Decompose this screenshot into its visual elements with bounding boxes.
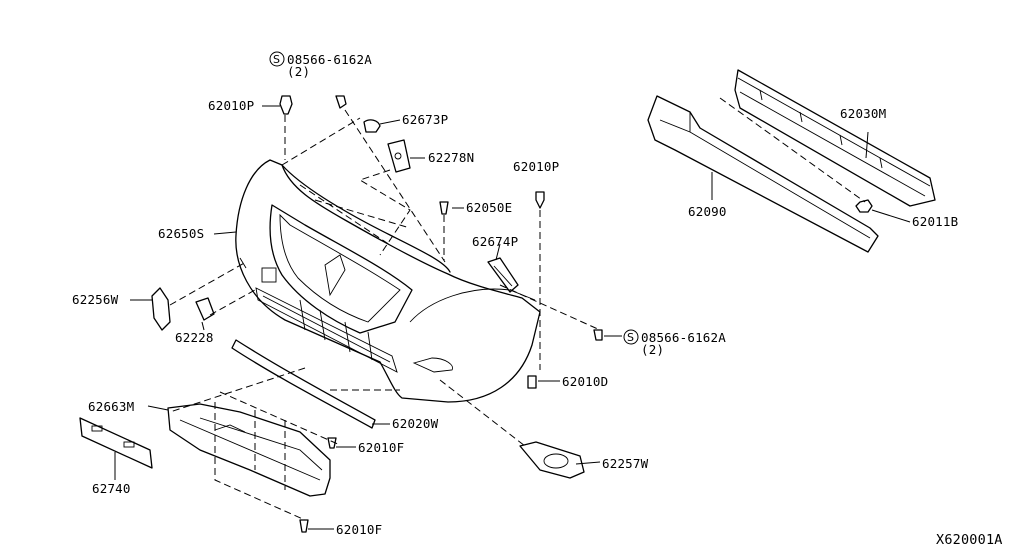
- part-label-62256w: 62256W: [72, 292, 119, 307]
- part-label-62740: 62740: [92, 481, 131, 496]
- lower-spoiler-62020w: [231, 339, 376, 429]
- part-label-62020w: 62020W: [392, 416, 439, 431]
- part-label-62663m: 62663M: [88, 399, 134, 414]
- part-label-62228: 62228: [175, 330, 214, 345]
- screw-symbol-icon: [269, 51, 285, 67]
- part-qty-screw-right: (2): [641, 342, 664, 357]
- part-label-62673p: 62673P: [402, 112, 448, 127]
- under-cover-62663m: [167, 403, 331, 497]
- reinforcement-beam: [734, 69, 936, 207]
- plate-bracket-62740: [79, 417, 153, 469]
- bracket-62228: [195, 297, 215, 321]
- clip-icons: [279, 95, 603, 533]
- leader-lines: [114, 105, 911, 530]
- part-qty-screw-top: (2): [287, 64, 310, 79]
- part-label-62010d: 62010D: [562, 374, 608, 389]
- diagram-id: X620001A: [936, 532, 1003, 548]
- part-label-62278n: 62278N: [428, 150, 474, 165]
- nut-62011b: [855, 199, 873, 213]
- energy-absorber: [647, 95, 879, 253]
- part-label-62050e: 62050E: [466, 200, 512, 215]
- part-label-62650s: 62650S: [158, 226, 204, 241]
- screw-symbol-icon: [623, 329, 639, 345]
- part-label-62010p-mid: 62010P: [513, 159, 559, 174]
- side-finisher-62256w: [151, 287, 171, 331]
- assembly-lines: [169, 97, 866, 521]
- part-label-62011b: 62011B: [912, 214, 958, 229]
- svg-text:S: S: [273, 53, 280, 66]
- part-label-62010p-top: 62010P: [208, 98, 254, 113]
- part-label-62010f-lower: 62010F: [336, 522, 382, 537]
- part-label-62674p: 62674P: [472, 234, 518, 249]
- part-label-62257w: 62257W: [602, 456, 649, 471]
- part-label-62090: 62090: [688, 204, 727, 219]
- label-screw-right: S 08566-6162A (2): [623, 329, 726, 357]
- part-label-62030m: 62030M: [840, 106, 886, 121]
- label-screw-top: S 08566-6162A (2): [269, 51, 372, 79]
- bracket-62278n: [387, 139, 411, 173]
- part-label-62010f-upper: 62010F: [358, 440, 404, 455]
- clip-62673p: [363, 119, 381, 133]
- retainer-62674p: [487, 257, 519, 293]
- part-label-screw-top: 08566-6162A: [287, 52, 372, 67]
- front-bumper-fascia: [235, 159, 541, 403]
- fog-finisher-62257w: [519, 441, 585, 479]
- svg-text:S: S: [627, 331, 634, 344]
- part-label-screw-right: 08566-6162A: [641, 330, 726, 345]
